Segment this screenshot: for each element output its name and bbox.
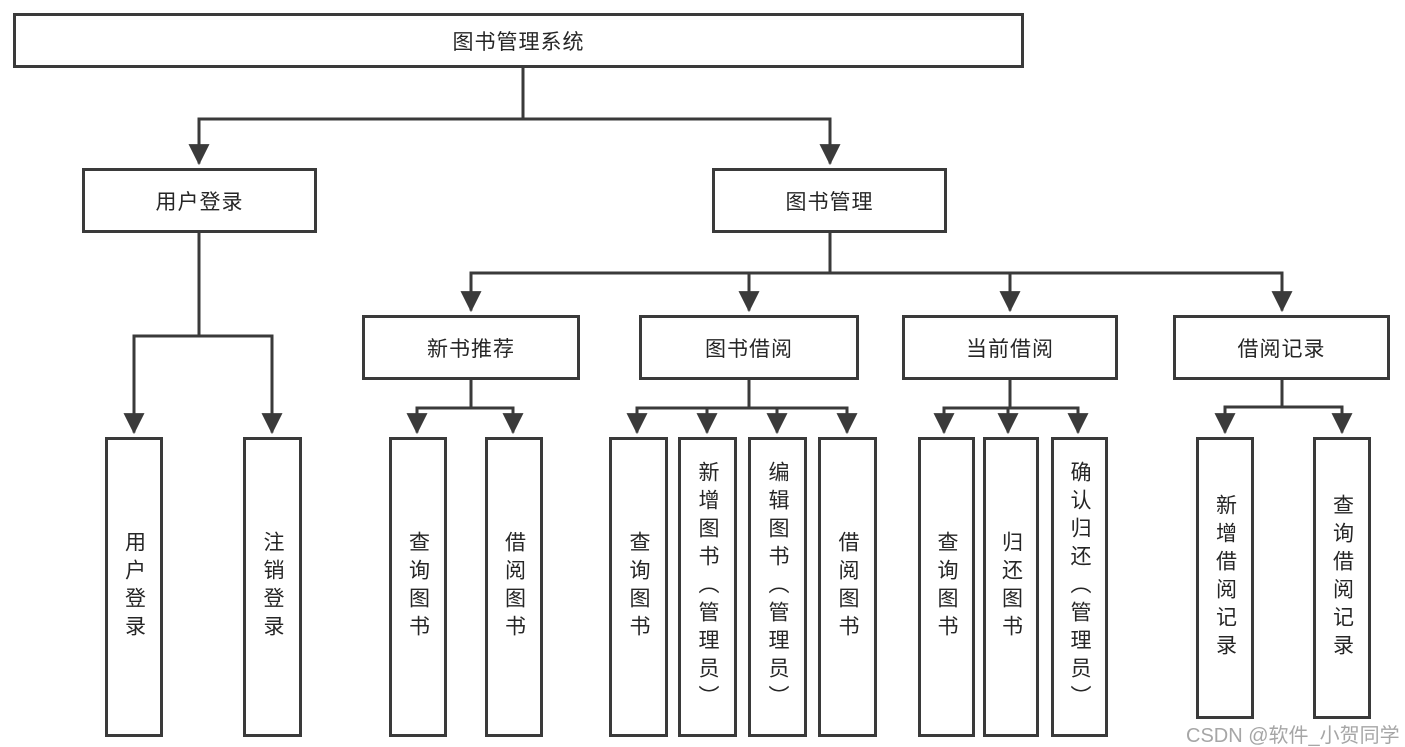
- leaf-query-books-borrow: 查询图书: [609, 437, 668, 737]
- leaf-query-books-current-label: 查询图书: [935, 531, 958, 643]
- leaf-borrow-books-label: 借阅图书: [836, 531, 859, 643]
- leaf-borrow-books: 借阅图书: [818, 437, 877, 737]
- leaf-edit-books-admin: 编辑图书（管理员）: [748, 437, 807, 737]
- connector-new-book-recommend: [406, 378, 524, 435]
- leaf-add-borrow-record: 新增借阅记录: [1196, 437, 1254, 719]
- leaf-borrow-books-recommend: 借阅图书: [485, 437, 543, 737]
- connector-root: [188, 64, 841, 166]
- leaf-query-books-recommend: 查询图书: [389, 437, 447, 737]
- node-user-login-label: 用户登录: [155, 190, 244, 214]
- connector-user-login: [123, 231, 283, 435]
- node-book-borrow-label: 图书借阅: [705, 337, 793, 361]
- node-new-book-recommend: 新书推荐: [362, 315, 580, 380]
- connector-book-borrow: [626, 378, 858, 435]
- leaf-query-borrow-record-label: 查询借阅记录: [1330, 494, 1354, 662]
- connector-borrow-records: [1214, 378, 1353, 435]
- node-book-management: 图书管理: [712, 168, 947, 233]
- node-user-login: 用户登录: [82, 168, 317, 233]
- leaf-return-books-label: 归还图书: [999, 531, 1023, 643]
- node-book-borrow: 图书借阅: [639, 315, 859, 380]
- leaf-add-books-admin: 新增图书（管理员）: [678, 437, 737, 737]
- node-current-borrow-label: 当前借阅: [966, 337, 1054, 361]
- node-root: 图书管理系统: [13, 13, 1024, 68]
- leaf-user-login-label: 用户登录: [122, 531, 146, 643]
- leaf-query-borrow-record: 查询借阅记录: [1313, 437, 1371, 719]
- leaf-confirm-return-admin-label: 确认归还（管理员）: [1068, 461, 1091, 713]
- node-root-label: 图书管理系统: [452, 30, 585, 54]
- leaf-add-borrow-record-label: 新增借阅记录: [1213, 494, 1237, 662]
- leaf-add-books-admin-label: 新增图书（管理员）: [696, 461, 719, 713]
- leaf-user-login: 用户登录: [105, 437, 163, 737]
- leaf-query-books-borrow-label: 查询图书: [627, 531, 650, 643]
- node-current-borrow: 当前借阅: [902, 315, 1118, 380]
- leaf-logout: 注销登录: [243, 437, 302, 737]
- leaf-borrow-books-recommend-label: 借阅图书: [502, 531, 526, 643]
- leaf-logout-label: 注销登录: [261, 531, 284, 643]
- node-borrow-records: 借阅记录: [1173, 315, 1390, 380]
- connector-current-borrow: [933, 378, 1089, 435]
- leaf-confirm-return-admin: 确认归还（管理员）: [1051, 437, 1108, 737]
- leaf-query-books-recommend-label: 查询图书: [406, 531, 430, 643]
- leaf-edit-books-admin-label: 编辑图书（管理员）: [766, 461, 789, 713]
- leaf-query-books-current: 查询图书: [918, 437, 975, 737]
- connector-book-management: [460, 231, 1293, 313]
- node-new-book-recommend-label: 新书推荐: [427, 337, 515, 361]
- node-borrow-records-label: 借阅记录: [1237, 337, 1326, 361]
- node-book-management-label: 图书管理: [785, 190, 874, 214]
- leaf-return-books: 归还图书: [983, 437, 1039, 737]
- csdn-watermark: CSDN @软件_小贺同学: [1186, 725, 1400, 747]
